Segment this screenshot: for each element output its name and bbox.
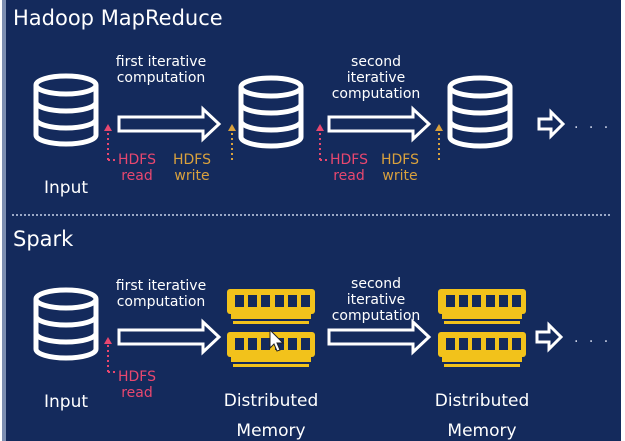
spark-section-title: Spark <box>13 227 74 251</box>
hadoop-hdfs-read-1: HDFS read <box>117 152 156 184</box>
spark-hdfs-read: HDFS read <box>117 369 156 401</box>
spark-arrow-2-icon <box>327 320 431 354</box>
hadoop-arrow-2-icon <box>327 107 431 141</box>
spark-memory-label-1: Distributed Memory <box>223 391 319 441</box>
spark-memory-label-2: Distributed Memory <box>434 391 530 441</box>
hadoop-input-label: Input <box>43 178 89 198</box>
hadoop-section-title: Hadoop MapReduce <box>13 6 223 30</box>
hadoop-more-arrow-icon <box>537 110 565 138</box>
spark-input-label: Input <box>43 392 89 412</box>
spark-input-database-icon <box>36 290 96 358</box>
hadoop-hdfs-read-2: HDFS read <box>329 152 368 184</box>
section-divider <box>12 214 610 216</box>
mouse-cursor-icon <box>269 328 285 352</box>
spark-memory-icon-2a <box>438 289 526 324</box>
spark-memory-icon-1a <box>227 289 315 324</box>
hadoop-database-icon-2 <box>450 78 510 146</box>
hadoop-more-indicator: . . . <box>574 116 612 132</box>
hadoop-hdfs-write-2: HDFS write <box>380 152 419 184</box>
hadoop-arrow-1-icon <box>117 107 221 141</box>
slide-edge <box>2 0 6 441</box>
spark-more-arrow-icon <box>535 323 563 351</box>
hadoop-input-database-icon <box>36 76 96 144</box>
spark-more-indicator: . . . <box>574 330 612 346</box>
spark-step1-label: first iterative computation <box>115 278 207 310</box>
hadoop-database-icon-1 <box>241 78 301 146</box>
hadoop-step1-label: first iterative computation <box>115 54 207 86</box>
hadoop-hdfs-write-1: HDFS write <box>172 152 211 184</box>
spark-arrow-1-icon <box>117 320 221 354</box>
spark-memory-icon-2b <box>438 332 526 367</box>
spark-step2-label: second iterative computation <box>331 276 421 324</box>
hadoop-step2-label: second iterative computation <box>331 54 421 102</box>
